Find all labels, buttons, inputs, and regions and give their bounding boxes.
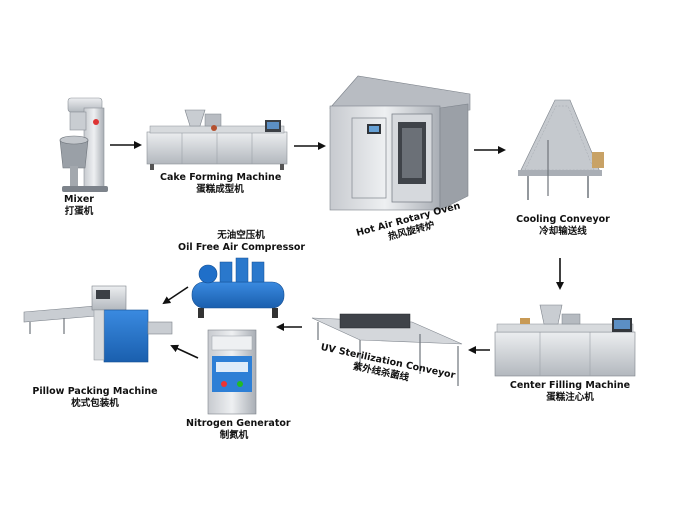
- cooling-conveyor-label-zh: 冷却输送线: [539, 226, 587, 237]
- air-compressor-label-zh: 无油空压机: [217, 230, 265, 241]
- cake-forming-label-zh: 蛋糕成型机: [196, 184, 244, 195]
- mixer-label-en: Mixer: [64, 194, 94, 205]
- center-filling-label: Center Filling Machine 蛋糕注心机: [504, 380, 636, 404]
- cooling-conveyor-illustration: [518, 99, 604, 200]
- mixer-label-zh: 打蛋机: [64, 206, 94, 217]
- air-compressor-label-en: Oil Free Air Compressor: [178, 242, 306, 253]
- nitrogen-generator-illustration: [207, 329, 257, 415]
- mixer-label: Mixer 打蛋机: [48, 194, 110, 218]
- uv-conveyor-illustration: [311, 313, 463, 386]
- nitrogen-generator-label: Nitrogen Generator 制氮机: [186, 418, 291, 442]
- center-filling-label-en: Center Filling Machine: [509, 380, 631, 391]
- pillow-packing-machine-illustration: [23, 285, 173, 363]
- mixer-illustration: [59, 97, 108, 192]
- rotary-oven-illustration: [329, 75, 471, 211]
- center-filling-machine-illustration: [494, 304, 636, 377]
- cooling-conveyor-label-en: Cooling Conveyor: [516, 214, 610, 225]
- nitrogen-generator-label-zh: 制氮机: [219, 430, 249, 441]
- pillow-packing-label-en: Pillow Packing Machine: [32, 386, 158, 397]
- arrow-compressor-to-packing: [162, 286, 189, 305]
- pillow-packing-label-zh: 枕式包装机: [71, 398, 119, 409]
- air-compressor-label: 无油空压机 Oil Free Air Compressor: [178, 230, 306, 254]
- cake-forming-machine-illustration: [146, 109, 288, 170]
- cake-forming-label: Cake Forming Machine 蛋糕成型机: [160, 172, 282, 196]
- cooling-conveyor-label: Cooling Conveyor 冷却输送线: [506, 214, 620, 238]
- pillow-packing-label: Pillow Packing Machine 枕式包装机: [30, 386, 160, 410]
- center-filling-label-zh: 蛋糕注心机: [546, 392, 594, 403]
- nitrogen-generator-label-en: Nitrogen Generator: [186, 418, 291, 429]
- flow-arrows: [110, 141, 564, 359]
- air-compressor-illustration: [191, 257, 285, 318]
- arrow-nitrogen-to-packing: [170, 344, 199, 359]
- cake-forming-label-en: Cake Forming Machine: [160, 172, 282, 183]
